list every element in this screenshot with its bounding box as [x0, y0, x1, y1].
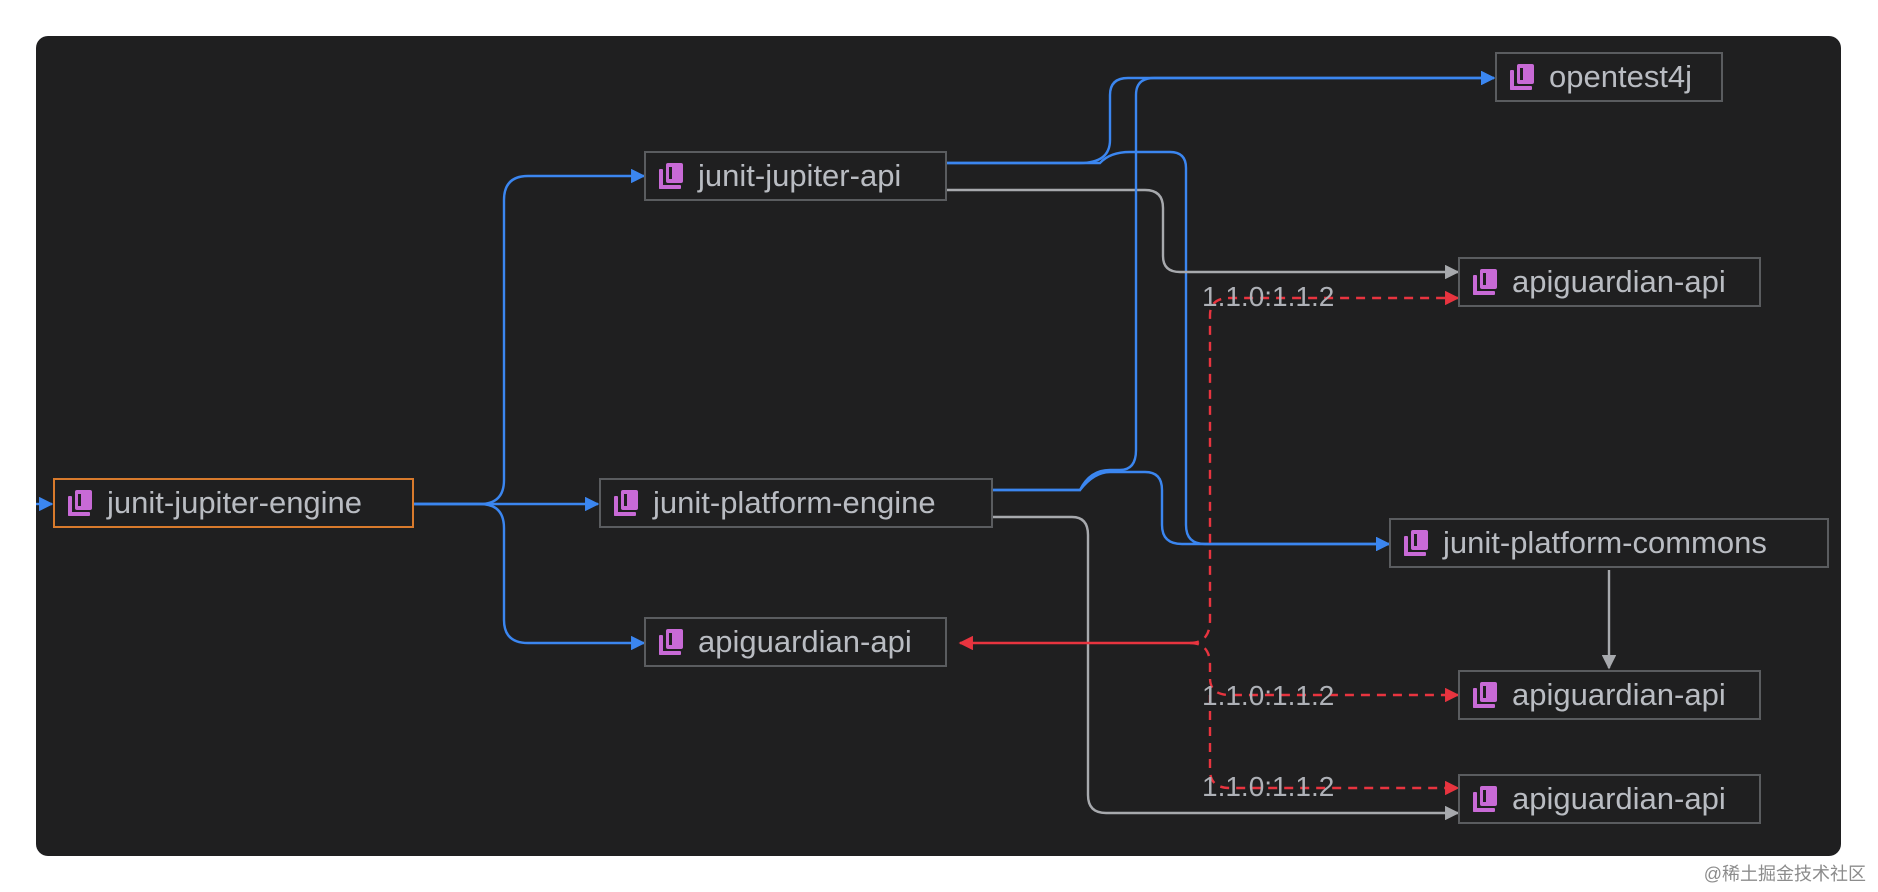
library-icon [1473, 682, 1497, 708]
library-icon [68, 490, 92, 516]
edge-jupiter-api-to-apiguardian [947, 188, 1460, 280]
edge-platform-engine-to-opentest4j [993, 70, 1496, 492]
node-apiguardian-api-top[interactable]: apiguardian-api [1458, 257, 1761, 307]
library-icon [1404, 530, 1428, 556]
conflict-version-label-1: 1.1.0:1.1.2 [1202, 281, 1335, 312]
library-icon [1473, 786, 1497, 812]
conflict-version-label-3: 1.1.0:1.1.2 [1202, 771, 1335, 802]
library-icon [659, 163, 683, 189]
node-label: junit-platform-commons [1443, 525, 1767, 560]
edge-jupiter-api-to-commons [947, 150, 1391, 552]
node-junit-jupiter-engine[interactable]: junit-jupiter-engine [53, 478, 414, 528]
conflict-version-label-2: 1.1.0:1.1.2 [1202, 680, 1335, 711]
node-label: junit-jupiter-engine [107, 485, 363, 520]
edge-platform-engine-to-apiguardian [993, 515, 1460, 821]
edge-conflict-commons [1189, 641, 1460, 703]
node-junit-jupiter-api[interactable]: junit-jupiter-api [644, 151, 947, 201]
library-icon [1510, 64, 1534, 90]
edge-root-to-jupiter-api [414, 168, 646, 506]
edge-root-to-apiguardian [414, 502, 646, 651]
node-label: apiguardian-api [1512, 677, 1726, 712]
node-label: apiguardian-api [1512, 781, 1726, 816]
node-apiguardian-api-mid[interactable]: apiguardian-api [644, 617, 947, 667]
library-icon [614, 490, 638, 516]
node-opentest4j[interactable]: opentest4j [1495, 52, 1723, 102]
library-icon [1473, 269, 1497, 295]
library-icon [659, 629, 683, 655]
node-label: apiguardian-api [1512, 264, 1726, 299]
node-junit-platform-engine[interactable]: junit-platform-engine [599, 478, 993, 528]
watermark: @稀土掘金技术社区 [1703, 864, 1866, 884]
node-label: junit-platform-engine [653, 485, 936, 520]
node-label: apiguardian-api [698, 624, 912, 659]
edge-jupiter-api-to-opentest4j [947, 70, 1496, 165]
node-label: junit-jupiter-api [698, 158, 902, 193]
node-apiguardian-api-bottom[interactable]: apiguardian-api [1458, 774, 1761, 824]
node-junit-platform-commons[interactable]: junit-platform-commons [1389, 518, 1829, 568]
node-apiguardian-api-commons[interactable]: apiguardian-api [1458, 670, 1761, 720]
edge-conflict-top [1189, 290, 1460, 645]
node-label: opentest4j [1549, 59, 1693, 94]
edge-platform-engine-to-commons [993, 470, 1391, 552]
